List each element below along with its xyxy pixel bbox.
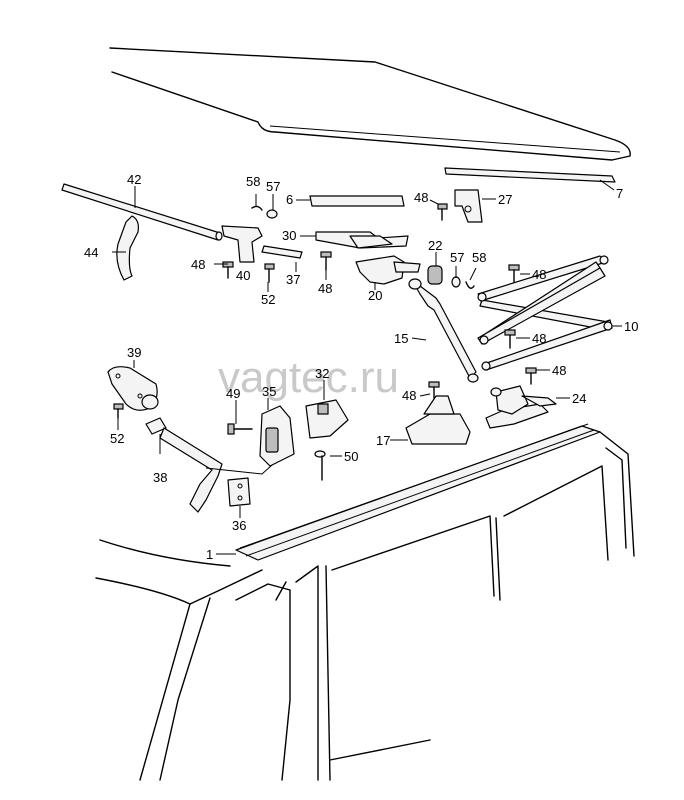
- watermark-text: vagtec.ru: [218, 353, 399, 402]
- part-38-strap: [145, 417, 223, 513]
- callout-49: 49: [226, 386, 240, 401]
- callout-52b: 52: [110, 431, 124, 446]
- part-24-bracket: [485, 385, 557, 429]
- part-40-bracket: [221, 225, 263, 263]
- part-30-hinge: [315, 231, 409, 249]
- part-44-handle: [116, 215, 139, 281]
- part-20-mount: [355, 255, 421, 285]
- part-7-strip: [444, 167, 616, 191]
- part-10-linkage: [477, 255, 613, 371]
- part-48-screw-a: [437, 203, 448, 221]
- callout-48a: 48: [191, 257, 205, 272]
- part-35-lock: [259, 405, 295, 467]
- callout-48f: 48: [552, 363, 566, 378]
- callout-30: 30: [282, 228, 296, 243]
- callout-58b: 58: [472, 250, 486, 265]
- part-50-pin: [314, 450, 326, 481]
- callout-38: 38: [153, 470, 167, 485]
- part-48-screw-c: [320, 251, 332, 271]
- callout-48e: 48: [532, 331, 546, 346]
- callout-1: 1: [206, 547, 213, 562]
- callout-52a: 52: [261, 292, 275, 307]
- part-27-bracket: [454, 189, 496, 223]
- part-49-screw: [227, 423, 253, 435]
- callout-57a: 57: [266, 179, 280, 194]
- callout-32: 32: [315, 366, 329, 381]
- callout-27: 27: [498, 192, 512, 207]
- callout-17: 17: [376, 433, 390, 448]
- callout-58a: 58: [246, 174, 260, 189]
- part-32-catch: [305, 399, 349, 439]
- callout-24: 24: [572, 391, 586, 406]
- callout-40: 40: [236, 268, 250, 283]
- callout-35: 35: [262, 384, 276, 399]
- part-6: [296, 195, 405, 207]
- callout-15: 15: [394, 331, 408, 346]
- part-36-plate: [227, 477, 251, 507]
- callout-48d: 48: [532, 267, 546, 282]
- callout-37: 37: [286, 272, 300, 287]
- callout-48c: 48: [414, 190, 428, 205]
- callout-20: 20: [368, 288, 382, 303]
- part-58-clip-b: [465, 281, 475, 289]
- callout-36: 36: [232, 518, 246, 533]
- part-52-screw-a: [264, 263, 275, 283]
- callout-50: 50: [344, 449, 358, 464]
- part-48-screw-f: [525, 367, 537, 385]
- part-57-washer-b: [451, 276, 461, 288]
- part-52-screw-b: [113, 403, 124, 419]
- callout-44: 44: [84, 245, 98, 260]
- callout-48g: 48: [402, 388, 416, 403]
- part-37-lever: [261, 245, 303, 259]
- part-57-washer-a: [266, 209, 278, 219]
- callout-10: 10: [624, 319, 638, 334]
- part-42-rod: [61, 183, 223, 241]
- callout-7: 7: [616, 186, 623, 201]
- callout-22: 22: [428, 238, 442, 253]
- callout-39: 39: [127, 345, 141, 360]
- callout-48b: 48: [318, 281, 332, 296]
- callout-57b: 57: [450, 250, 464, 265]
- leader-lines: [112, 194, 622, 555]
- callout-42: 42: [127, 172, 141, 187]
- part-48-screw-g: [428, 381, 440, 399]
- callout-labels: 1 6 7 10 15 17 20 22 24 27 30 32 35 36 3…: [84, 172, 638, 562]
- vehicle-body: [95, 431, 635, 781]
- part-48-screw-d: [508, 264, 520, 283]
- roof-panel: [109, 47, 631, 161]
- part-17-bracket: [405, 395, 471, 445]
- part-48-screw-e: [504, 329, 516, 349]
- callout-6: 6: [286, 192, 293, 207]
- part-39-bracket: [107, 366, 159, 411]
- part-58-clip-a: [251, 205, 263, 211]
- part-15-gas-strut: [408, 278, 479, 383]
- part-22-bush: [427, 265, 443, 285]
